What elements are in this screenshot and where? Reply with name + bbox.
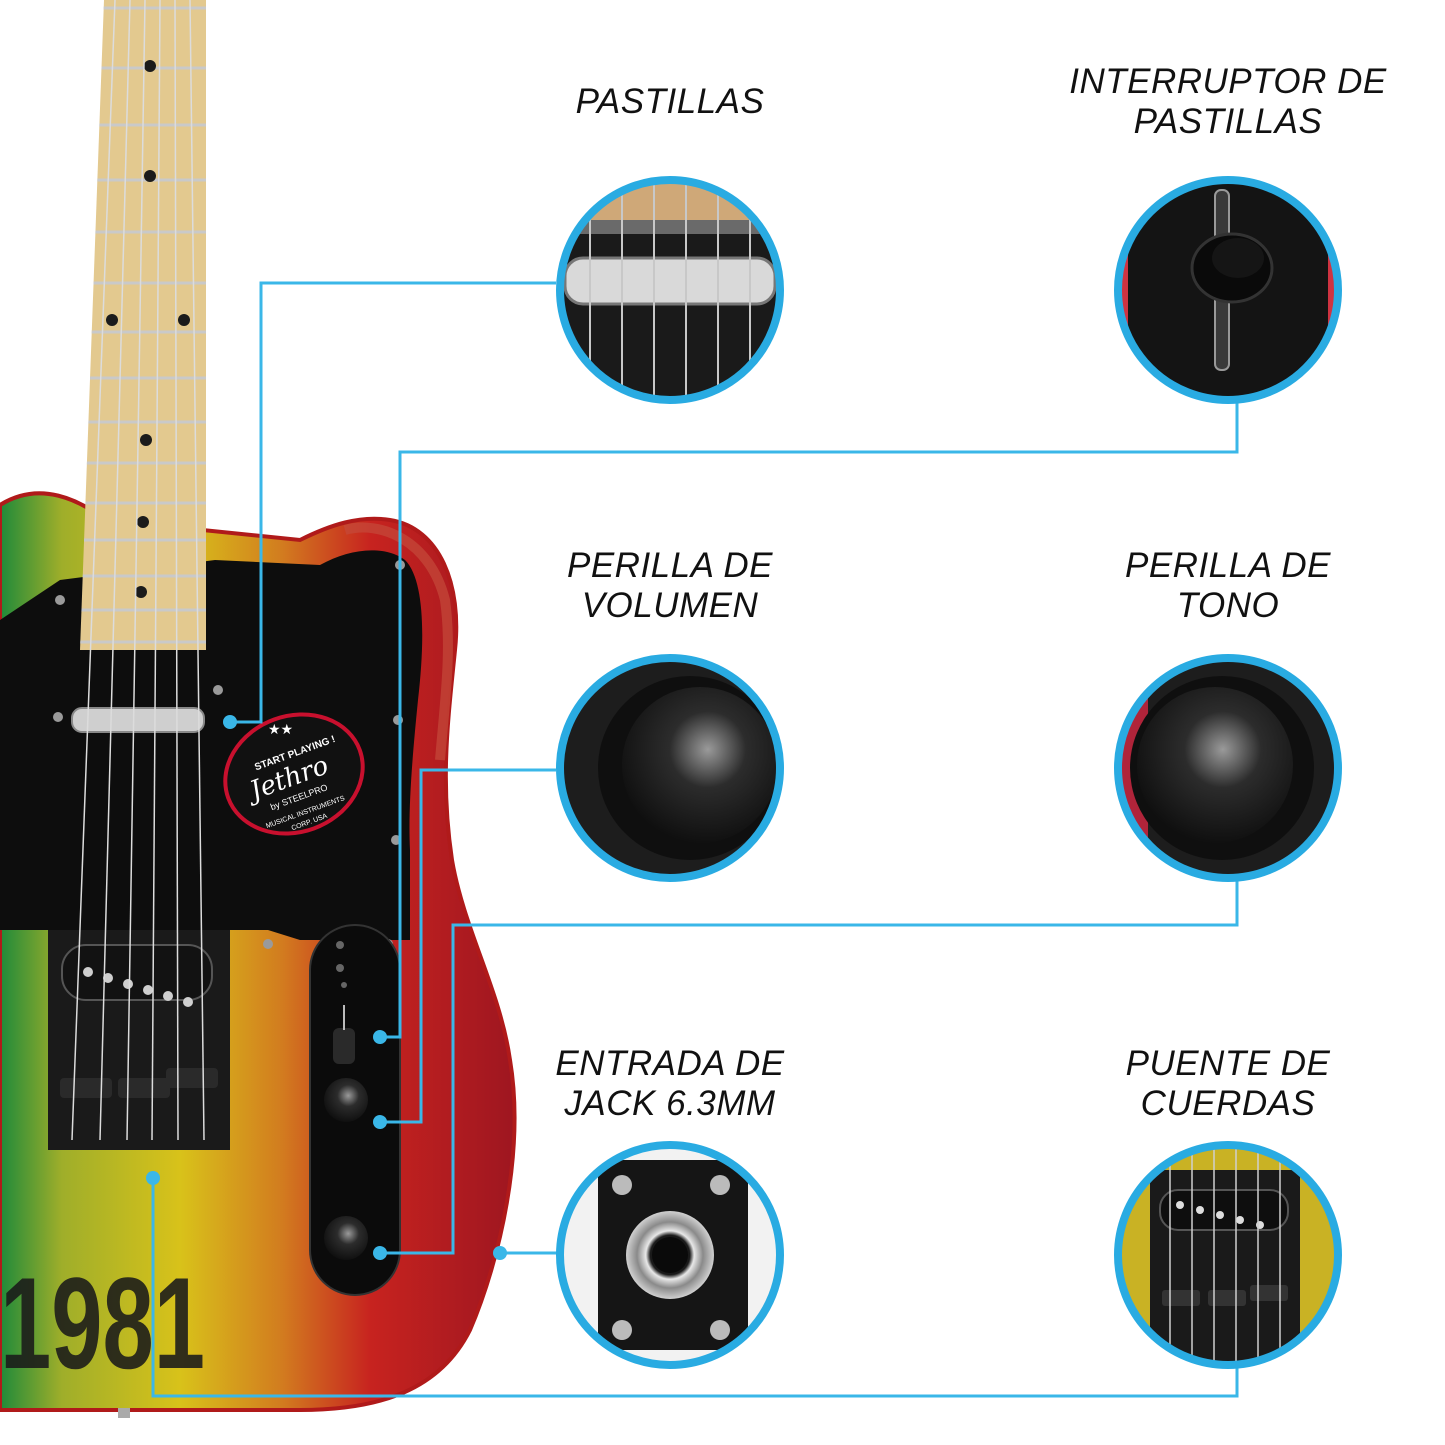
connector-volume	[380, 768, 556, 1124]
detail-pickups	[556, 176, 784, 404]
tone-knob	[324, 1216, 368, 1260]
neck-pickup	[71, 707, 205, 733]
label-jack-input: ENTRADA DE JACK 6.3MM	[555, 1044, 785, 1123]
connector-tone	[380, 878, 1239, 1255]
label-tone-knob: PERILLA DE TONO	[1124, 546, 1331, 625]
connector-pickups	[230, 281, 556, 724]
volume-knob	[324, 1078, 368, 1122]
label-pickup-selector: INTERRUPTOR DE PASTILLAS	[1069, 62, 1387, 141]
selector-switch	[333, 1028, 355, 1064]
detail-tone-knob	[1114, 654, 1342, 882]
guitar: ★★ START PLAYING ! Jethro by STEELPRO MU…	[0, 0, 517, 1418]
connector-lines	[151, 281, 1239, 1398]
body-edge	[343, 522, 453, 761]
bridge-pickup	[61, 944, 213, 1001]
detail-pickup-selector	[1114, 176, 1342, 404]
connector-bridge	[151, 1178, 1239, 1398]
label-volume-knob: PERILLA DE VOLUMEN	[566, 546, 773, 625]
detail-jack-input	[556, 1141, 784, 1369]
detail-volume-knob	[556, 654, 784, 882]
year-print: 1981	[0, 1250, 205, 1396]
detail-string-bridge	[1114, 1141, 1342, 1369]
connector-selector	[380, 400, 1239, 1039]
label-string-bridge: PUENTE DE CUERDAS	[1125, 1044, 1331, 1123]
label-pickups: PASTILLAS	[575, 82, 765, 121]
star-icon: ★★	[268, 722, 293, 738]
